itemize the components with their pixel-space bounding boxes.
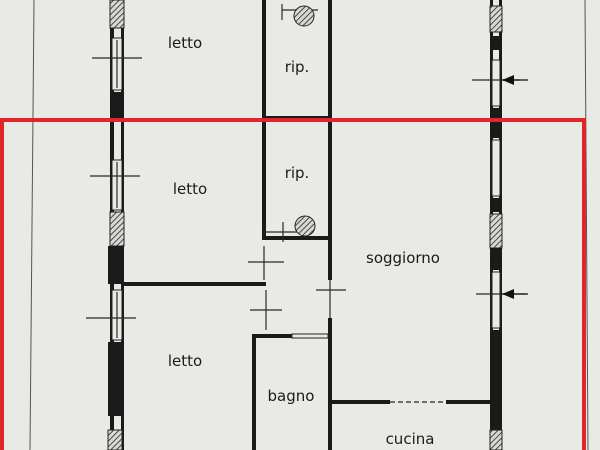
room-label-mid-rip: rip. [285, 164, 310, 182]
room-label-top-letto: letto [168, 34, 202, 52]
flue-circle-top [293, 5, 315, 27]
entrance-arrow-top [502, 75, 528, 85]
entrance-arrow-bottom [502, 289, 528, 299]
room-label-cucina: cucina [386, 430, 435, 448]
room-label-bagno: bagno [268, 387, 315, 405]
flue-circle-mid [294, 215, 316, 237]
left-exterior-wall [86, 0, 142, 450]
room-label-bottom-letto: letto [168, 352, 202, 370]
frame-line-left [29, 0, 35, 450]
room-label-soggiorno: soggiorno [366, 249, 440, 267]
room-label-mid-letto: letto [173, 180, 207, 198]
frame-line-right [584, 0, 589, 450]
room-label-top-rip: rip. [285, 58, 310, 76]
highlight-selection-frame [0, 118, 586, 450]
